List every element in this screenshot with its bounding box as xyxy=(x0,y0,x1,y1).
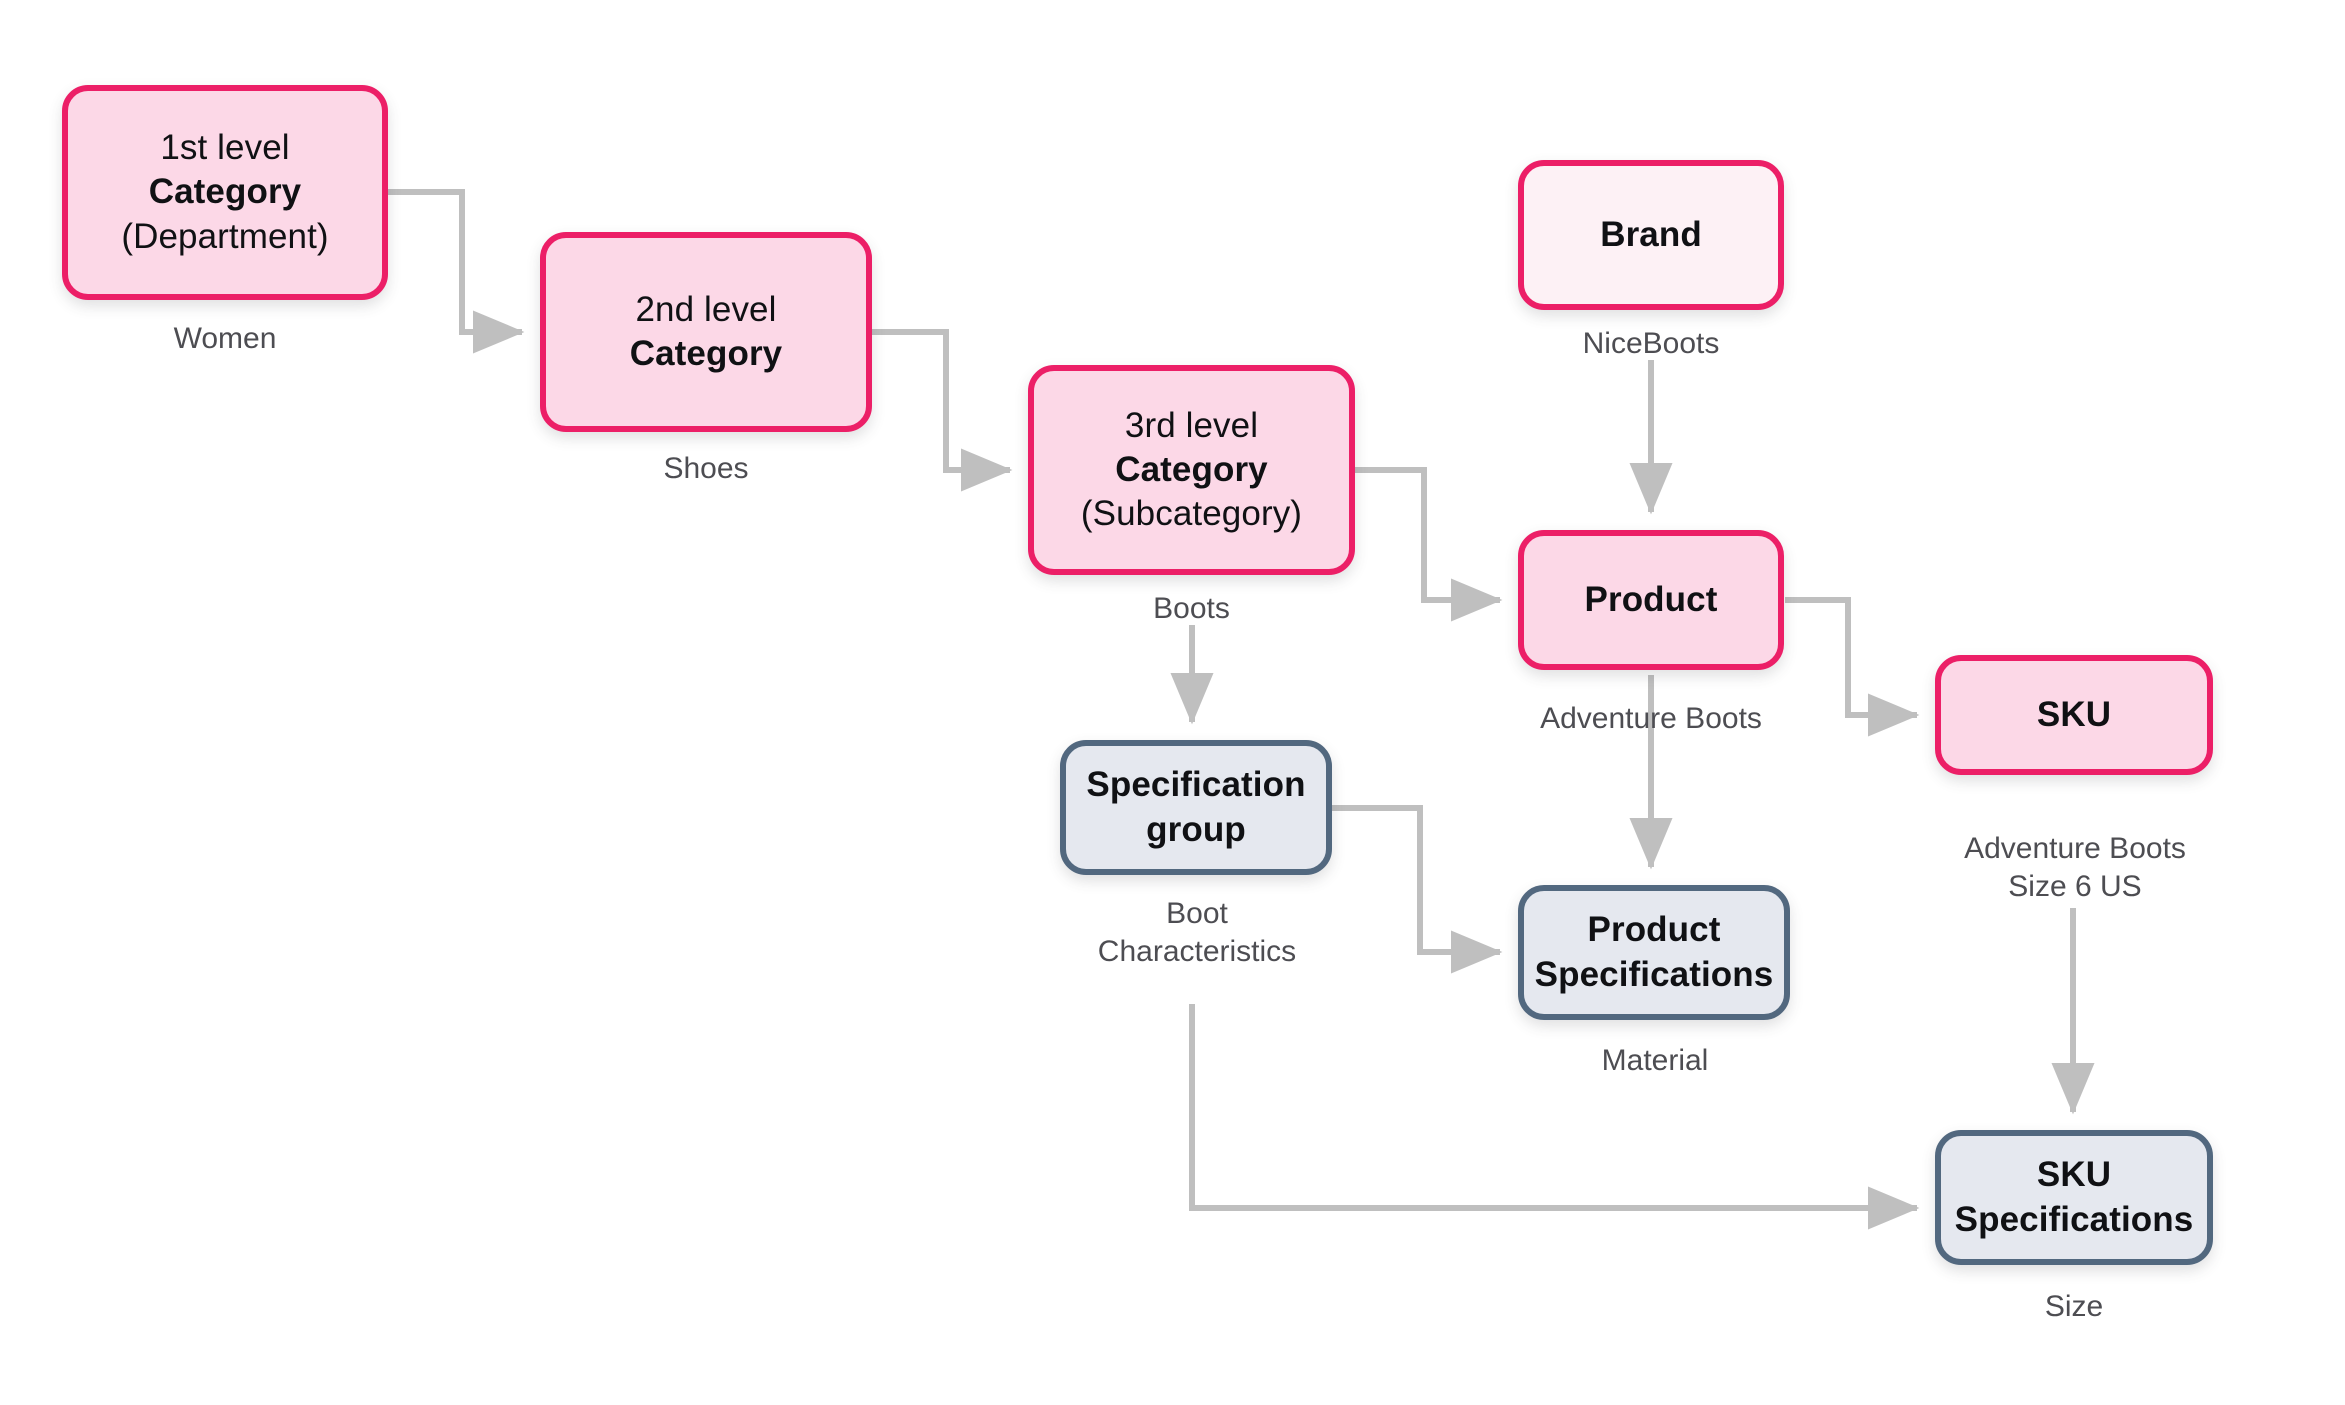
node-category-level2-line-2: Category xyxy=(629,334,783,373)
node-brand[interactable]: Brand xyxy=(1518,160,1784,310)
caption-category-level1: Women xyxy=(173,322,277,355)
caption-category-level2: Shoes xyxy=(663,452,749,485)
node-category-level3-line-1: 3rd level xyxy=(1124,405,1259,445)
caption-sku-specifications: Size xyxy=(2044,1290,2104,1323)
node-sku[interactable]: SKU xyxy=(1935,655,2213,775)
node-category-level2[interactable]: 2nd level Category xyxy=(540,232,872,432)
caption-product: Adventure Boots xyxy=(1540,702,1762,735)
node-category-level1[interactable]: 1st level Category (Department) xyxy=(62,85,388,300)
edge-category1-to-category2 xyxy=(388,189,525,354)
edge-specification-group-to-sku-specifications xyxy=(1189,1004,1920,1230)
node-category-level1-line-2: Category xyxy=(148,172,302,212)
node-category-level2-line-1: 2nd level xyxy=(635,289,777,329)
caption-category-level3: Boots xyxy=(1153,592,1230,625)
node-specification-group-line-1: Specification xyxy=(1086,765,1306,805)
node-sku-line-1: SKU xyxy=(2036,694,2112,734)
node-sku-specifications-line-1: SKU xyxy=(2036,1155,2112,1195)
edge-category3-to-product xyxy=(1355,467,1503,622)
node-product-specifications-line-1: Product xyxy=(1587,910,1721,950)
caption-brand: NiceBoots xyxy=(1582,327,1720,360)
node-category-level3-line-2: Category xyxy=(1115,449,1268,489)
node-brand-line-1: Brand xyxy=(1600,214,1702,254)
edge-product-to-sku xyxy=(1785,597,1920,737)
node-category-level3-line-3: (Subcategory) xyxy=(1080,494,1303,534)
node-product-line-1: Product xyxy=(1584,579,1718,619)
node-specification-group[interactable]: Specification group xyxy=(1060,740,1332,875)
caption-specification-group: Boot Characteristics xyxy=(1097,897,1297,969)
node-category-level3[interactable]: 3rd level Category (Subcategory) xyxy=(1028,365,1355,575)
caption-sku: Adventure Boots Size 6 US xyxy=(1964,832,2186,904)
edge-category2-to-category3 xyxy=(872,329,1013,492)
node-product[interactable]: Product xyxy=(1518,530,1784,670)
caption-product-specifications: Material xyxy=(1601,1044,1709,1077)
node-category-level1-line-1: 1st level xyxy=(160,128,290,168)
node-sku-specifications[interactable]: SKU Specifications xyxy=(1935,1130,2213,1265)
node-specification-group-line-2: group xyxy=(1146,809,1246,849)
node-product-specifications-line-2: Specifications xyxy=(1534,954,1774,994)
node-product-specifications[interactable]: Product Specifications xyxy=(1518,885,1790,1020)
node-category-level1-line-3: (Department) xyxy=(121,216,329,256)
node-sku-specifications-line-2: Specifications xyxy=(1954,1199,2194,1239)
